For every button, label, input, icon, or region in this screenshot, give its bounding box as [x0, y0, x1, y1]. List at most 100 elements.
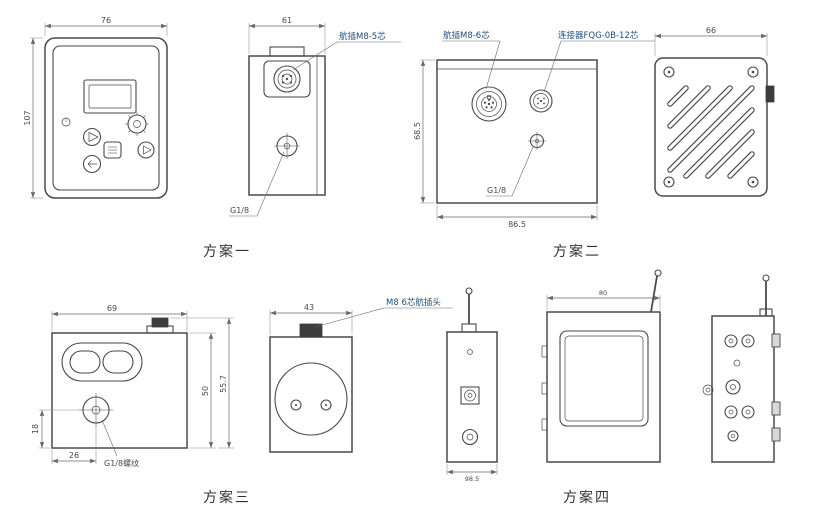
- proposal2-side-view: 66: [654, 26, 775, 197]
- callout-connector1: 航插M8-6芯: [442, 30, 501, 90]
- dim-text: 107: [23, 110, 32, 125]
- proposal4-right-view: [702, 274, 781, 463]
- right-body: [711, 315, 775, 463]
- dim-p2-side-width: 66: [654, 26, 768, 56]
- dim-p3-port-offset-v: 18: [31, 409, 82, 449]
- dim-text: 80: [599, 289, 607, 297]
- callout-text: M8 6芯航插头: [386, 297, 441, 308]
- dim-text: 66: [706, 26, 716, 35]
- side-tab: [541, 418, 548, 431]
- screen-bezel: [83, 79, 137, 114]
- callout-g18: G1/8: [486, 146, 534, 197]
- handle-cutout: [61, 342, 143, 382]
- side-connector-tab: [765, 85, 775, 103]
- dim-text: 50: [201, 386, 210, 396]
- power-indicator-icon: [61, 117, 71, 127]
- proposal1-label: 方案一: [203, 243, 251, 260]
- dim-p1-side-width: 61: [248, 16, 326, 54]
- device-panel: [52, 45, 160, 191]
- dim-text: 61: [282, 16, 292, 25]
- callout-connector2: 连接器FQG-0B-12芯: [543, 30, 655, 93]
- dim-p3-height: 50: [189, 332, 216, 449]
- enclosure-side-body: [654, 57, 768, 197]
- antenna: [650, 275, 658, 313]
- dim-text: 98.5: [465, 475, 479, 483]
- m8-5pin-connector: [273, 65, 301, 93]
- antenna-tip: [762, 274, 770, 282]
- callout-m8-head: M8 6芯航插头: [314, 297, 453, 328]
- dim-text: 86.5: [508, 220, 526, 229]
- dim-p1-front-height: 107: [23, 37, 43, 199]
- left-body: [446, 331, 498, 463]
- screen: [564, 335, 644, 422]
- back-button: [82, 154, 102, 174]
- dim-p3-side-width: 43: [269, 303, 353, 335]
- dim-p3-total-height: 55.7: [170, 317, 234, 449]
- dim-text: 18: [31, 424, 40, 434]
- callout-text: G1/8螺纹: [104, 458, 139, 468]
- dim-text: 43: [304, 303, 314, 312]
- m8-top-connector: [299, 323, 323, 338]
- face-connectors: [724, 334, 755, 442]
- fgg-connector: [529, 89, 553, 113]
- callout-m8-connector: 航插M8-5芯: [292, 31, 401, 71]
- dim-text: 76: [101, 16, 111, 25]
- callout-text: G1/8: [487, 186, 506, 195]
- side-tab: [541, 382, 548, 395]
- dim-text: 55.7: [219, 375, 228, 393]
- dim-text: 26: [69, 451, 79, 460]
- device-outer-case: [44, 37, 168, 199]
- g18-port: [528, 132, 546, 150]
- proposal4-left-view: 98.5: [446, 287, 498, 483]
- proposal1-side-view: 航插M8-5芯 G1/8 61: [229, 16, 401, 217]
- dim-p3-port-offset-h: 26: [51, 427, 97, 464]
- proposal4-label: 方案四: [563, 489, 611, 506]
- proposal4-front-view: 80: [541, 269, 662, 463]
- dim-p3-front-width: 69: [51, 304, 188, 331]
- round-face-port: [274, 362, 348, 436]
- dim-p4-left-bottom: 98.5: [446, 464, 498, 483]
- block-body: [51, 332, 188, 449]
- connector-plate: [263, 60, 311, 98]
- gear-button: [125, 112, 149, 136]
- proposal1-front-view: 76 107: [23, 16, 168, 199]
- edge-connector-tab: [771, 401, 781, 416]
- round-port: [461, 428, 479, 446]
- callout-text: G1/8: [230, 206, 249, 215]
- enclosure-body: [436, 59, 598, 204]
- play-button: [82, 127, 102, 147]
- vent-slots: [667, 85, 755, 179]
- dim-p2-front-width: 86.5: [436, 205, 598, 229]
- edge-connector-tab: [771, 333, 781, 348]
- edge-connector-tab: [771, 427, 781, 442]
- callout-thread: G1/8螺纹: [101, 419, 139, 468]
- proposal3-label: 方案三: [203, 489, 251, 506]
- callout-text: 连接器FQG-0B-12芯: [558, 30, 639, 41]
- proposal2-label: 方案二: [553, 243, 601, 260]
- proposal3-front-view: 69 18 26 G1/8螺纹 50 55.7: [31, 304, 234, 468]
- indicator-dot: [467, 349, 473, 355]
- side-tab: [541, 345, 548, 358]
- side-body: [248, 55, 326, 196]
- screen: [88, 84, 132, 109]
- proposal2-front-view: 航插M8-6芯 连接器FQG-0B-12芯 G1/8 68.5 86.5: [413, 30, 655, 229]
- dim-p2-front-height: 68.5: [413, 59, 435, 204]
- top-connector: [151, 317, 169, 328]
- antenna-tip: [465, 287, 473, 295]
- square-connector: [460, 386, 480, 405]
- antenna-mount: [461, 323, 477, 333]
- proposal3-side-view: 43 M8 6芯航插头: [269, 297, 453, 453]
- m8-6pin-connector: [471, 86, 507, 122]
- hanging-ring: [702, 384, 714, 396]
- callout-text: 航插M8-5芯: [339, 31, 386, 42]
- callout-text: 航插M8-6芯: [443, 30, 490, 41]
- g18-port: [274, 133, 300, 159]
- antenna-mount: [759, 308, 773, 317]
- screen-bezel: [559, 330, 649, 427]
- dim-text: 68.5: [413, 122, 422, 140]
- dim-p1-front-width: 76: [44, 16, 168, 36]
- top-boss: [269, 46, 305, 57]
- dim-p4-front-top: 80: [546, 289, 661, 310]
